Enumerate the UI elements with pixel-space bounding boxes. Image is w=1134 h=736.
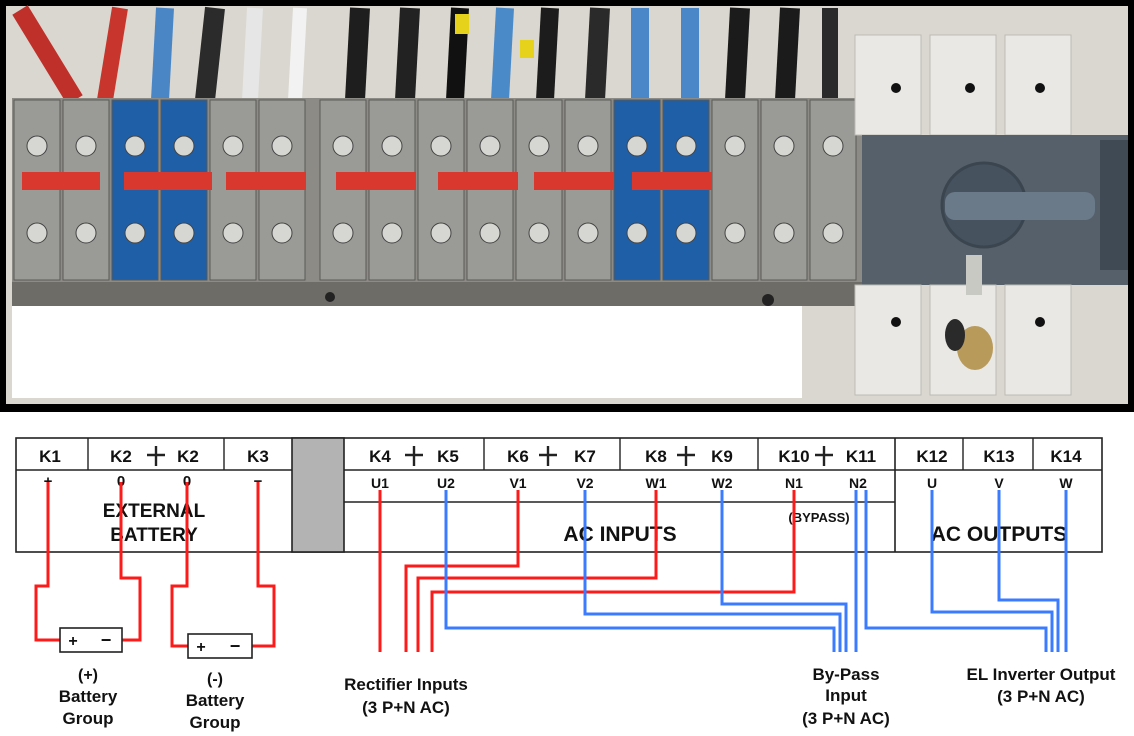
ac-output-pin-label: U [927,475,937,491]
terminal-label: K2 [177,447,199,466]
terminal-label: K7 [574,447,596,466]
terminal-label: K2 [110,447,132,466]
battery-pin-label: + [44,473,53,490]
rectifier-inputs-spec: (3 P+N AC) [362,698,450,717]
terminal-label: K3 [247,447,269,466]
battery-minus-symbol: − [101,630,112,650]
terminal-label: K6 [507,447,529,466]
battery-minus-symbol: − [230,636,241,656]
battery-group-line2: Group [190,713,241,732]
ac-output-pin-label: W [1059,475,1073,491]
inverter-output-label: EL Inverter Output [967,665,1116,684]
panel-white-area [12,306,802,398]
bypass-input-label-1: By-Pass [812,665,879,684]
inverter-output-spec: (3 P+N AC) [997,687,1085,706]
terminal-label: K13 [983,447,1014,466]
battery-group-line2: Group [63,709,114,728]
battery-plus-symbol: + [196,639,205,656]
ac-inputs-label: AC INPUTS [563,523,676,546]
terminal-label: K5 [437,447,459,466]
battery-plus-symbol: + [68,633,77,650]
separator-block [291,437,345,553]
rectifier-inputs-label: Rectifier Inputs [344,675,468,694]
ac-input-pin-label: N1 [785,475,803,491]
battery-group-sign: (+) [78,667,98,684]
ac-output-pin-label: V [994,475,1004,491]
battery-wires [34,482,276,648]
terminal-label: K4 [369,447,391,466]
battery-group-line1: Battery [186,691,245,710]
external-battery-label-2: BATTERY [110,525,198,546]
battery-group-sign: (-) [207,671,223,688]
terminal-blocks [13,99,857,281]
battery-group-positive: + − (+) Battery Group [59,627,123,728]
battery-group-negative: + − (-) Battery Group [186,633,253,732]
battery-group-line1: Battery [59,687,118,706]
terminal-label: K8 [645,447,667,466]
ac-input-pin-label: V2 [576,475,593,491]
battery-pin-label: 0 [183,473,191,490]
terminal-label: K12 [916,447,947,466]
rectifier-wires [378,490,796,652]
terminal-block-photo [0,0,1134,412]
ac-input-pin-label: U1 [371,475,389,491]
ac-input-pin-label: N2 [849,475,867,491]
ac-input-pin-label: W1 [646,475,667,491]
ac-input-pin-label: W2 [712,475,733,491]
bypass-label: (BYPASS) [788,510,849,525]
terminal-label: K1 [39,447,61,466]
bypass-input-label-2: Input [825,686,867,705]
external-battery-label-1: EXTERNAL [103,501,206,522]
output-wires [864,490,1068,652]
terminal-label: K11 [846,447,876,466]
cables [12,5,838,105]
terminal-label: K14 [1050,447,1082,466]
bypass-wires [444,490,858,652]
terminal-label: K9 [711,447,733,466]
battery-pin-label: − [254,473,263,490]
terminal-label: K10 [778,447,809,466]
battery-pin-label: 0 [117,473,125,490]
ac-input-pin-label: U2 [437,475,455,491]
ac-input-pin-label: V1 [509,475,526,491]
bypass-input-spec: (3 P+N AC) [802,709,890,728]
rotary-switch [854,34,1128,396]
terminal-strip: K1 K2 K2 K3 K4 K5 K6 K7 K8 K9 K10 K11 K12 K13 K14 +0 0 −… [15,437,1103,553]
